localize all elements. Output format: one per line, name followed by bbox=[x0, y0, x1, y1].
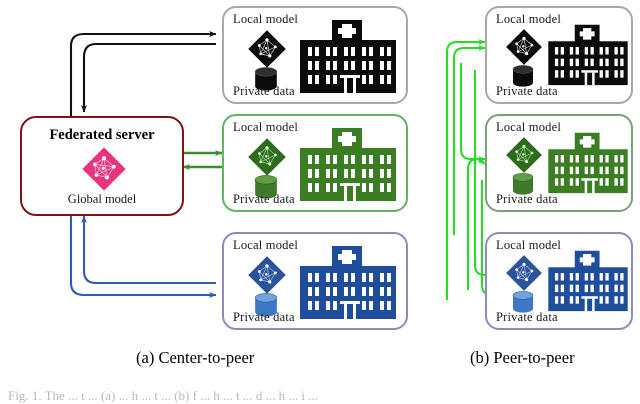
database-cylinder-icon bbox=[512, 65, 534, 87]
local-model-label: Local model bbox=[233, 238, 299, 252]
private-data-label: Private data bbox=[496, 310, 558, 324]
arrow-group-green bbox=[182, 149, 223, 171]
hospital-icon-wrap bbox=[296, 20, 400, 98]
arrow-group-black bbox=[69, 30, 217, 117]
local-model-label: Local model bbox=[496, 238, 562, 252]
server-title: Federated server bbox=[49, 127, 155, 143]
global-model-icon-wrap bbox=[74, 146, 134, 192]
network-diamond-icon bbox=[506, 29, 542, 65]
arrow-group-blue bbox=[69, 215, 217, 298]
node-blue-a: Local model bbox=[222, 232, 408, 330]
local-model-icon-wrap bbox=[242, 254, 292, 296]
server-subtitle: Global model bbox=[67, 192, 137, 206]
private-data-icon-wrap bbox=[251, 174, 281, 200]
node-blue-b: Local model bbox=[485, 232, 633, 330]
local-model-icon-wrap bbox=[501, 27, 547, 67]
private-data-label: Private data bbox=[496, 84, 558, 98]
database-cylinder-icon bbox=[512, 291, 534, 313]
hospital-icon-wrap bbox=[296, 128, 400, 206]
local-model-icon-wrap bbox=[242, 28, 292, 70]
database-cylinder-icon bbox=[254, 293, 278, 317]
database-cylinder-icon bbox=[512, 173, 534, 195]
hospital-icon-wrap bbox=[545, 246, 631, 320]
private-data-icon-wrap bbox=[509, 172, 537, 196]
hospital-icon bbox=[300, 20, 396, 93]
private-data-label: Private data bbox=[233, 310, 295, 324]
network-diamond-icon bbox=[506, 255, 542, 291]
panel-a-caption: (a) Center-to-peer bbox=[136, 348, 255, 367]
private-data-icon-wrap bbox=[509, 290, 537, 314]
node-green-a: Local model bbox=[222, 114, 408, 212]
hospital-icon-wrap bbox=[545, 20, 631, 94]
hospital-icon-wrap bbox=[296, 246, 400, 324]
local-model-icon-wrap bbox=[501, 135, 547, 175]
hospital-icon-wrap bbox=[545, 128, 631, 202]
private-data-icon-wrap bbox=[251, 66, 281, 92]
local-model-label: Local model bbox=[233, 12, 299, 26]
hospital-icon bbox=[548, 132, 628, 194]
local-model-label: Local model bbox=[496, 120, 562, 134]
local-model-label: Local model bbox=[233, 120, 299, 134]
network-diamond-icon bbox=[248, 256, 286, 294]
node-black-a: Local model bbox=[222, 6, 408, 104]
figure-bottom-caption: Fig. 1. The ... t ... (a) ... h ... t ..… bbox=[8, 388, 318, 403]
network-diamond-icon bbox=[506, 137, 542, 173]
panel-b-caption: (b) Peer-to-peer bbox=[470, 348, 575, 367]
hospital-icon bbox=[548, 250, 628, 312]
private-data-icon-wrap bbox=[509, 64, 537, 88]
hospital-icon bbox=[300, 246, 396, 319]
network-diamond-icon bbox=[248, 30, 286, 68]
private-data-icon-wrap bbox=[251, 292, 281, 318]
network-diamond-icon bbox=[248, 138, 286, 176]
local-model-icon-wrap bbox=[242, 136, 292, 178]
database-cylinder-icon bbox=[254, 175, 278, 199]
local-model-label: Local model bbox=[496, 12, 562, 26]
node-black-b: Local model bbox=[485, 6, 633, 104]
network-diamond-icon bbox=[82, 147, 126, 191]
private-data-label: Private data bbox=[496, 192, 558, 206]
node-green-b: Local model bbox=[485, 114, 633, 212]
hospital-icon bbox=[548, 24, 628, 86]
local-model-icon-wrap bbox=[501, 253, 547, 293]
hospital-icon bbox=[300, 128, 396, 201]
private-data-label: Private data bbox=[233, 192, 295, 206]
federated-server-box: Federated server Gl bbox=[20, 116, 184, 216]
private-data-label: Private data bbox=[233, 84, 295, 98]
database-cylinder-icon bbox=[254, 67, 278, 91]
